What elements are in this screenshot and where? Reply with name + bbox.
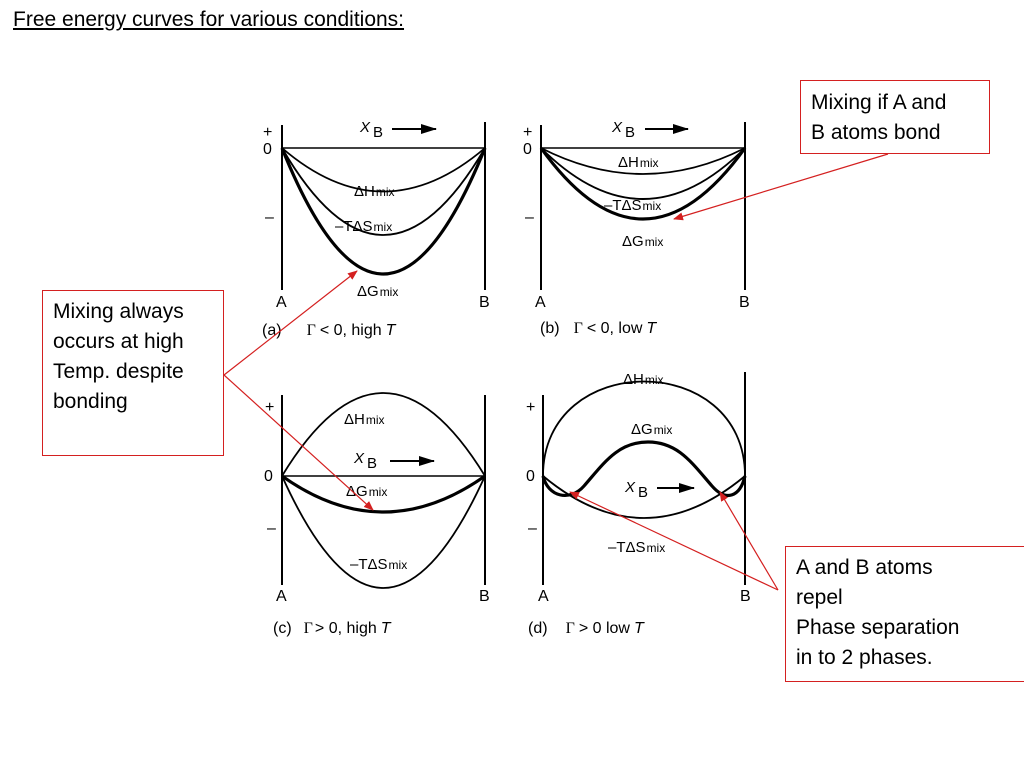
svg-text:B: B bbox=[739, 294, 750, 311]
arrow-bond-to-b bbox=[673, 153, 889, 221]
svg-text:A: A bbox=[276, 588, 287, 605]
svg-text:–: – bbox=[267, 520, 276, 537]
end-label-A: A bbox=[276, 294, 287, 311]
svg-text:A: A bbox=[535, 294, 546, 311]
svg-text:+: + bbox=[523, 124, 532, 141]
diagram-d: + 0 – ΔHmix ΔGmix X B –TΔSmix A B (d)Γ> … bbox=[526, 371, 751, 637]
svg-text:B: B bbox=[625, 124, 635, 141]
svg-text:X: X bbox=[353, 450, 365, 467]
svg-text:–: – bbox=[525, 209, 534, 226]
label-dH: ΔHmix bbox=[354, 183, 395, 200]
tick-plus: + bbox=[263, 124, 272, 141]
curve-dH bbox=[542, 380, 746, 477]
callout-repel: A and B atoms repel Phase separation in … bbox=[785, 546, 1024, 682]
label-TdS: –TΔSmix bbox=[608, 539, 665, 556]
tick-minus: – bbox=[265, 209, 274, 226]
arrow-always-to-c bbox=[223, 374, 374, 511]
label-dH: ΔHmix bbox=[618, 154, 659, 171]
svg-text:0: 0 bbox=[526, 468, 535, 485]
svg-text:+: + bbox=[526, 399, 535, 416]
x-axis-label: X bbox=[359, 119, 371, 136]
label-dG: ΔGmix bbox=[631, 421, 672, 438]
label-dH: ΔHmix bbox=[623, 371, 664, 388]
label-TdS: –TΔSmix bbox=[350, 556, 407, 573]
svg-text:B: B bbox=[367, 455, 377, 472]
curve-dG bbox=[280, 147, 487, 276]
svg-text:0: 0 bbox=[523, 141, 532, 158]
diagram-a: + 0 – X B ΔHmix –TΔSmix ΔGmix A B (a)Γ< … bbox=[262, 119, 490, 339]
svg-text:B: B bbox=[740, 588, 751, 605]
curve-TdS bbox=[540, 147, 746, 200]
svg-text:X: X bbox=[624, 479, 636, 496]
label-TdS: –TΔSmix bbox=[604, 197, 661, 214]
label-dG: ΔGmix bbox=[346, 483, 387, 500]
label-dG: ΔGmix bbox=[357, 283, 398, 300]
callout-bond: Mixing if A and B atoms bond bbox=[800, 80, 990, 154]
svg-text:B: B bbox=[479, 588, 490, 605]
curve-dG bbox=[539, 147, 747, 221]
label-dH: ΔHmix bbox=[344, 411, 385, 428]
svg-text:A: A bbox=[538, 588, 549, 605]
svg-text:B: B bbox=[638, 484, 648, 501]
pointer-arrows bbox=[223, 153, 889, 591]
x-axis-sub: B bbox=[373, 124, 383, 141]
curve-dH bbox=[281, 147, 486, 193]
curve-TdS bbox=[281, 147, 486, 236]
svg-text:0: 0 bbox=[264, 468, 273, 485]
diagram-b: + 0 – X B ΔHmix –TΔSmix ΔGmix A B (b)Γ< … bbox=[523, 119, 750, 337]
label-TdS: –TΔSmix bbox=[335, 218, 392, 235]
curve-dG bbox=[281, 474, 486, 514]
curve-dH bbox=[540, 147, 746, 175]
slide-title: Free energy curves for various condition… bbox=[13, 8, 405, 31]
label-dG: ΔGmix bbox=[622, 233, 663, 250]
svg-text:X: X bbox=[611, 119, 623, 136]
curve-dH bbox=[281, 392, 486, 477]
arrow-repel-to-min1 bbox=[569, 491, 779, 591]
arrow-always-to-a bbox=[223, 270, 358, 376]
end-label-B: B bbox=[479, 294, 490, 311]
arrow-repel-to-min2 bbox=[719, 491, 779, 591]
svg-text:–: – bbox=[528, 520, 537, 537]
tick-zero: 0 bbox=[263, 141, 272, 158]
callout-mixing-always: Mixing always occurs at high Temp. despi… bbox=[42, 290, 224, 456]
diagram-c: + 0 – X B ΔHmix ΔGmix –TΔSmix A B (c)Γ> … bbox=[264, 392, 490, 637]
curve-TdS bbox=[281, 475, 486, 589]
svg-text:+: + bbox=[265, 399, 274, 416]
